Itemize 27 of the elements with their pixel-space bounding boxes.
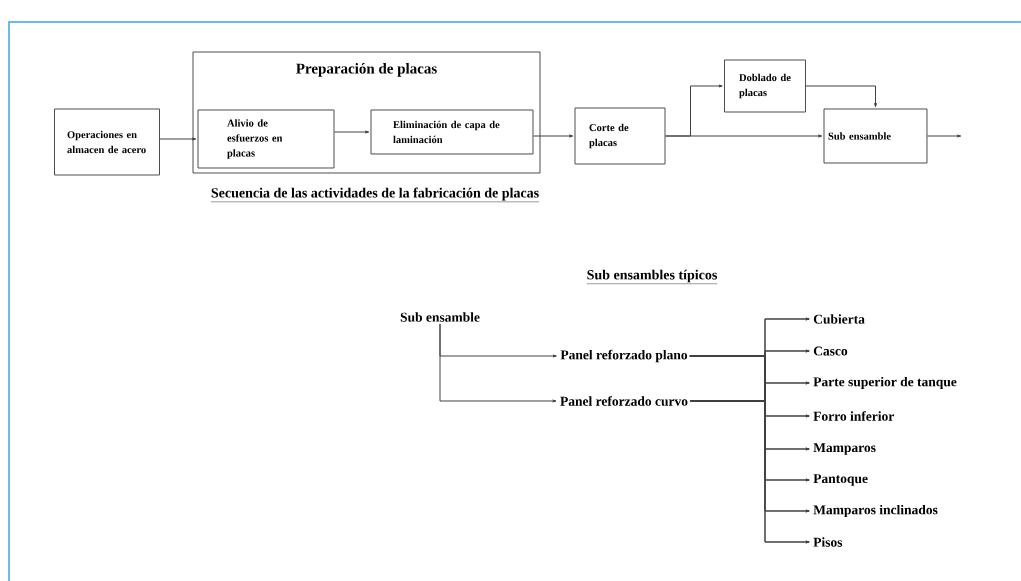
item-text: Forro inferior [813, 411, 894, 421]
item-text: Pantoque [813, 474, 868, 486]
arrow [805, 85, 877, 108]
process-box: Corte de placas [574, 107, 666, 165]
caption-text: Secuencia de las actividades de la fabricación de placas [210, 187, 540, 202]
arrow [689, 400, 810, 544]
item-text: Cubierta [813, 314, 865, 324]
item-text: Panel reforzado curvo [560, 396, 688, 406]
arrow [439, 323, 557, 403]
item-text: Parte superior de tanque [813, 376, 957, 390]
arrow [927, 134, 962, 138]
arrow [665, 134, 823, 138]
process-box: Alivio de esfuerzos en placas [197, 109, 335, 169]
item-text: Mamparos [813, 443, 876, 455]
item-text: Panel reforzado plano [560, 349, 688, 363]
item-text: Mamparos inclinados [813, 504, 938, 518]
process-box: Operaciones en almacen de acero [54, 108, 160, 176]
process-box: Sub ensamble [823, 108, 928, 164]
arrow [334, 130, 370, 134]
arrow [533, 134, 574, 138]
item-text: Pisos [813, 537, 843, 547]
item-text: Sub ensamble [400, 312, 480, 322]
item-text: Casco [813, 346, 848, 356]
arrow [159, 137, 197, 141]
process-box: Eliminación de capa de laminación [370, 109, 534, 155]
heading-text: Sub ensambles típicos [586, 269, 718, 284]
process-box: Doblado de placas [724, 59, 806, 113]
